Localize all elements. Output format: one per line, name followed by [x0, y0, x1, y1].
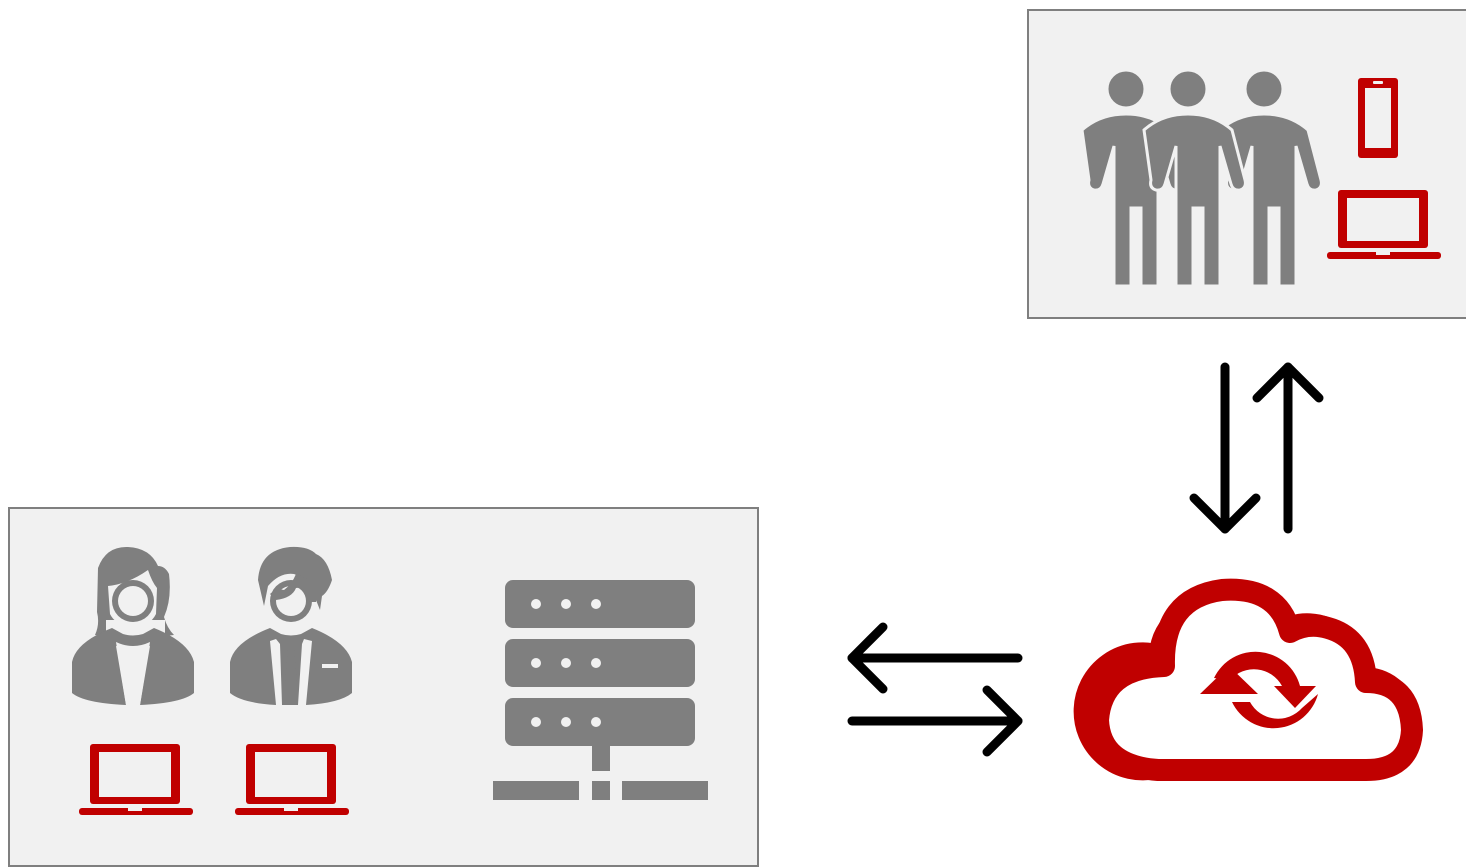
smartphone-icon	[1358, 78, 1398, 158]
arrows-office-cloud	[847, 622, 1023, 757]
sync-icon	[1200, 651, 1318, 729]
cloud-sync-icon	[1073, 578, 1423, 781]
server-rack-icon	[493, 580, 708, 800]
group-of-people-icon	[1080, 68, 1323, 288]
laptop-icon	[235, 744, 349, 815]
arrows-remote-cloud	[1189, 362, 1324, 534]
businessman-icon	[230, 546, 352, 705]
laptop-icon	[1327, 190, 1441, 259]
businesswoman-icon	[72, 546, 194, 705]
laptop-icon	[79, 744, 193, 815]
